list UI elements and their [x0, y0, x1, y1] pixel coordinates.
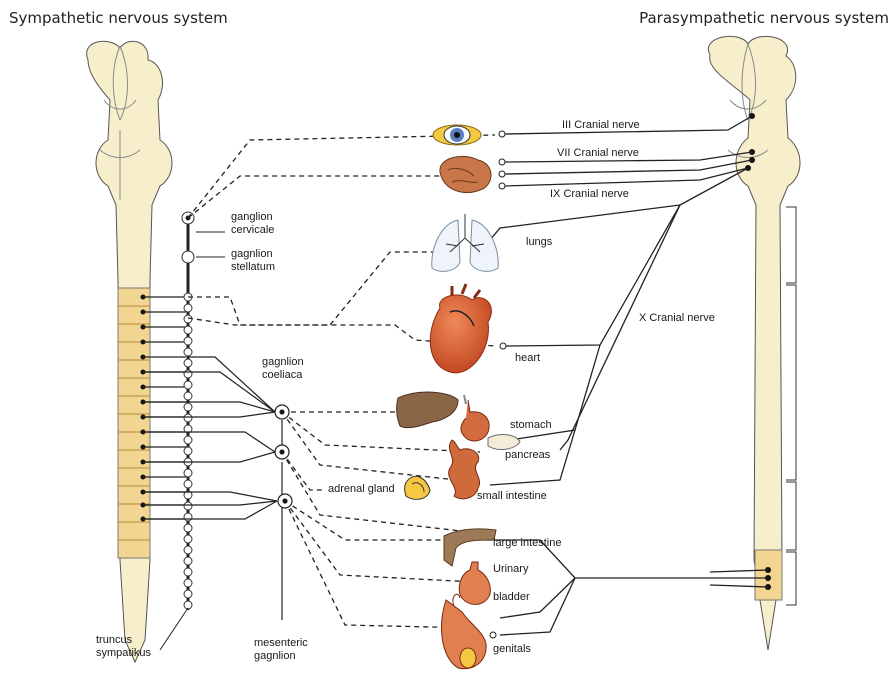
terminal-ganglia	[490, 131, 506, 638]
genitals-icon	[442, 594, 487, 668]
pancreas-label: pancreas	[505, 449, 551, 461]
right-spinal-cord	[708, 36, 800, 650]
stomach-label: stomach	[510, 419, 552, 431]
cranial-nerve-10-label: X Cranial nerve	[639, 312, 715, 324]
heart-icon	[430, 284, 491, 373]
right-brackets	[786, 207, 796, 605]
genitals-label: genitals	[493, 643, 531, 655]
lungs-label: lungs	[526, 236, 553, 248]
liver-icon	[397, 392, 458, 428]
prevertebral-ganglia	[275, 405, 292, 508]
large-intestine-label: large intestine	[493, 537, 562, 549]
eye-icon	[433, 125, 481, 145]
lungs-icon	[432, 214, 499, 271]
pancreas-icon	[488, 435, 520, 450]
small-intestine-label: small intestine	[477, 490, 547, 502]
cranial-nerve-3-label: III Cranial nerve	[562, 119, 640, 131]
stomach-icon	[461, 395, 489, 441]
truncus-chain	[182, 212, 194, 610]
cranial-nerve-9-label: IX Cranial nerve	[550, 188, 629, 200]
cranial-nerve-7-label: VII Cranial nerve	[557, 147, 639, 159]
large-intestine-icon	[444, 529, 496, 566]
small-intestine-icon	[449, 440, 480, 499]
adrenal-gland-icon	[405, 476, 430, 499]
salivary-gland-icon	[440, 156, 491, 192]
bladder-icon	[459, 562, 490, 604]
preganglionic-fibers	[143, 357, 282, 620]
heart-label: heart	[515, 352, 540, 364]
adrenal-gland-label: adrenal gland	[328, 483, 395, 495]
left-spinal-cord	[87, 41, 172, 662]
